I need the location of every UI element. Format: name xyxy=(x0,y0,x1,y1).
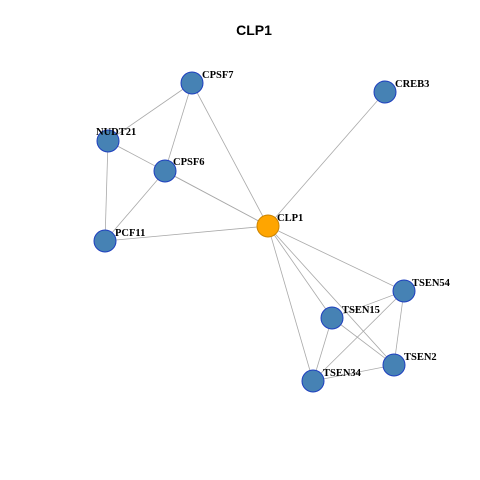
edge-clp1-creb3 xyxy=(267,91,386,227)
node-tsen34[interactable]: TSEN34 xyxy=(301,368,362,393)
node-label-tsen34: TSEN34 xyxy=(323,368,362,379)
node-circle-clp1[interactable] xyxy=(256,214,280,238)
node-label-cpsf7: CPSF7 xyxy=(202,70,234,81)
edge-clp1-cpsf6 xyxy=(164,170,269,227)
edge-clp1-cpsf7 xyxy=(191,82,269,227)
node-label-pcf11: PCF11 xyxy=(115,228,145,239)
node-nudt21[interactable]: NUDT21 xyxy=(96,127,136,153)
edge-clp1-tsen2 xyxy=(267,225,395,366)
node-circle-pcf11[interactable] xyxy=(93,229,117,253)
edge-nudt21-pcf11 xyxy=(104,140,109,242)
node-pcf11[interactable]: PCF11 xyxy=(93,228,145,253)
edge-clp1-tsen34 xyxy=(267,225,314,382)
node-circle-cpsf7[interactable] xyxy=(180,71,204,95)
node-layer: CLP1 CPSF7CREB3NUDT21CPSF6PCF11TSEN54TSEN… xyxy=(93,70,451,393)
edge-cpsf6-pcf11 xyxy=(104,170,166,242)
node-creb3[interactable]: CREB3 xyxy=(373,79,429,104)
node-label-nudt21: NUDT21 xyxy=(96,127,136,138)
node-label-tsen15: TSEN15 xyxy=(342,305,380,316)
node-clp1[interactable]: CLP1 xyxy=(256,213,303,238)
edge-cpsf7-nudt21 xyxy=(107,82,193,142)
node-circle-tsen34[interactable] xyxy=(301,369,325,393)
node-circle-tsen2[interactable] xyxy=(382,353,406,377)
node-cpsf7[interactable]: CPSF7 xyxy=(180,70,234,95)
edge-clp1-tsen15 xyxy=(267,225,333,319)
node-tsen15[interactable]: TSEN15 xyxy=(320,305,380,330)
node-circle-creb3[interactable] xyxy=(373,80,397,104)
node-circle-tsen15[interactable] xyxy=(320,306,344,330)
edge-tsen54-tsen2 xyxy=(393,290,405,366)
node-label-creb3: CREB3 xyxy=(395,79,429,90)
edge-tsen2-tsen34 xyxy=(312,364,395,382)
edge-layer xyxy=(104,82,405,382)
edge-clp1-tsen54 xyxy=(267,225,405,292)
node-label-tsen2: TSEN2 xyxy=(404,352,437,363)
node-label-tsen54: TSEN54 xyxy=(412,278,451,289)
node-cpsf6[interactable]: CPSF6 xyxy=(153,157,205,183)
node-label-cpsf6: CPSF6 xyxy=(173,157,205,168)
node-circle-tsen54[interactable] xyxy=(392,279,416,303)
node-tsen2[interactable]: TSEN2 xyxy=(382,352,437,377)
edge-cpsf7-cpsf6 xyxy=(164,82,193,172)
edge-tsen54-tsen34 xyxy=(312,290,405,382)
node-label-clp1: CLP1 xyxy=(277,213,303,224)
graph-title: CLP1 xyxy=(236,22,272,38)
edge-clp1-pcf11 xyxy=(104,225,269,242)
node-circle-nudt21[interactable] xyxy=(96,129,120,153)
node-circle-cpsf6[interactable] xyxy=(153,159,177,183)
edge-tsen15-tsen2 xyxy=(331,317,395,366)
edge-tsen54-tsen15 xyxy=(331,290,405,319)
node-tsen54[interactable]: TSEN54 xyxy=(392,278,451,303)
